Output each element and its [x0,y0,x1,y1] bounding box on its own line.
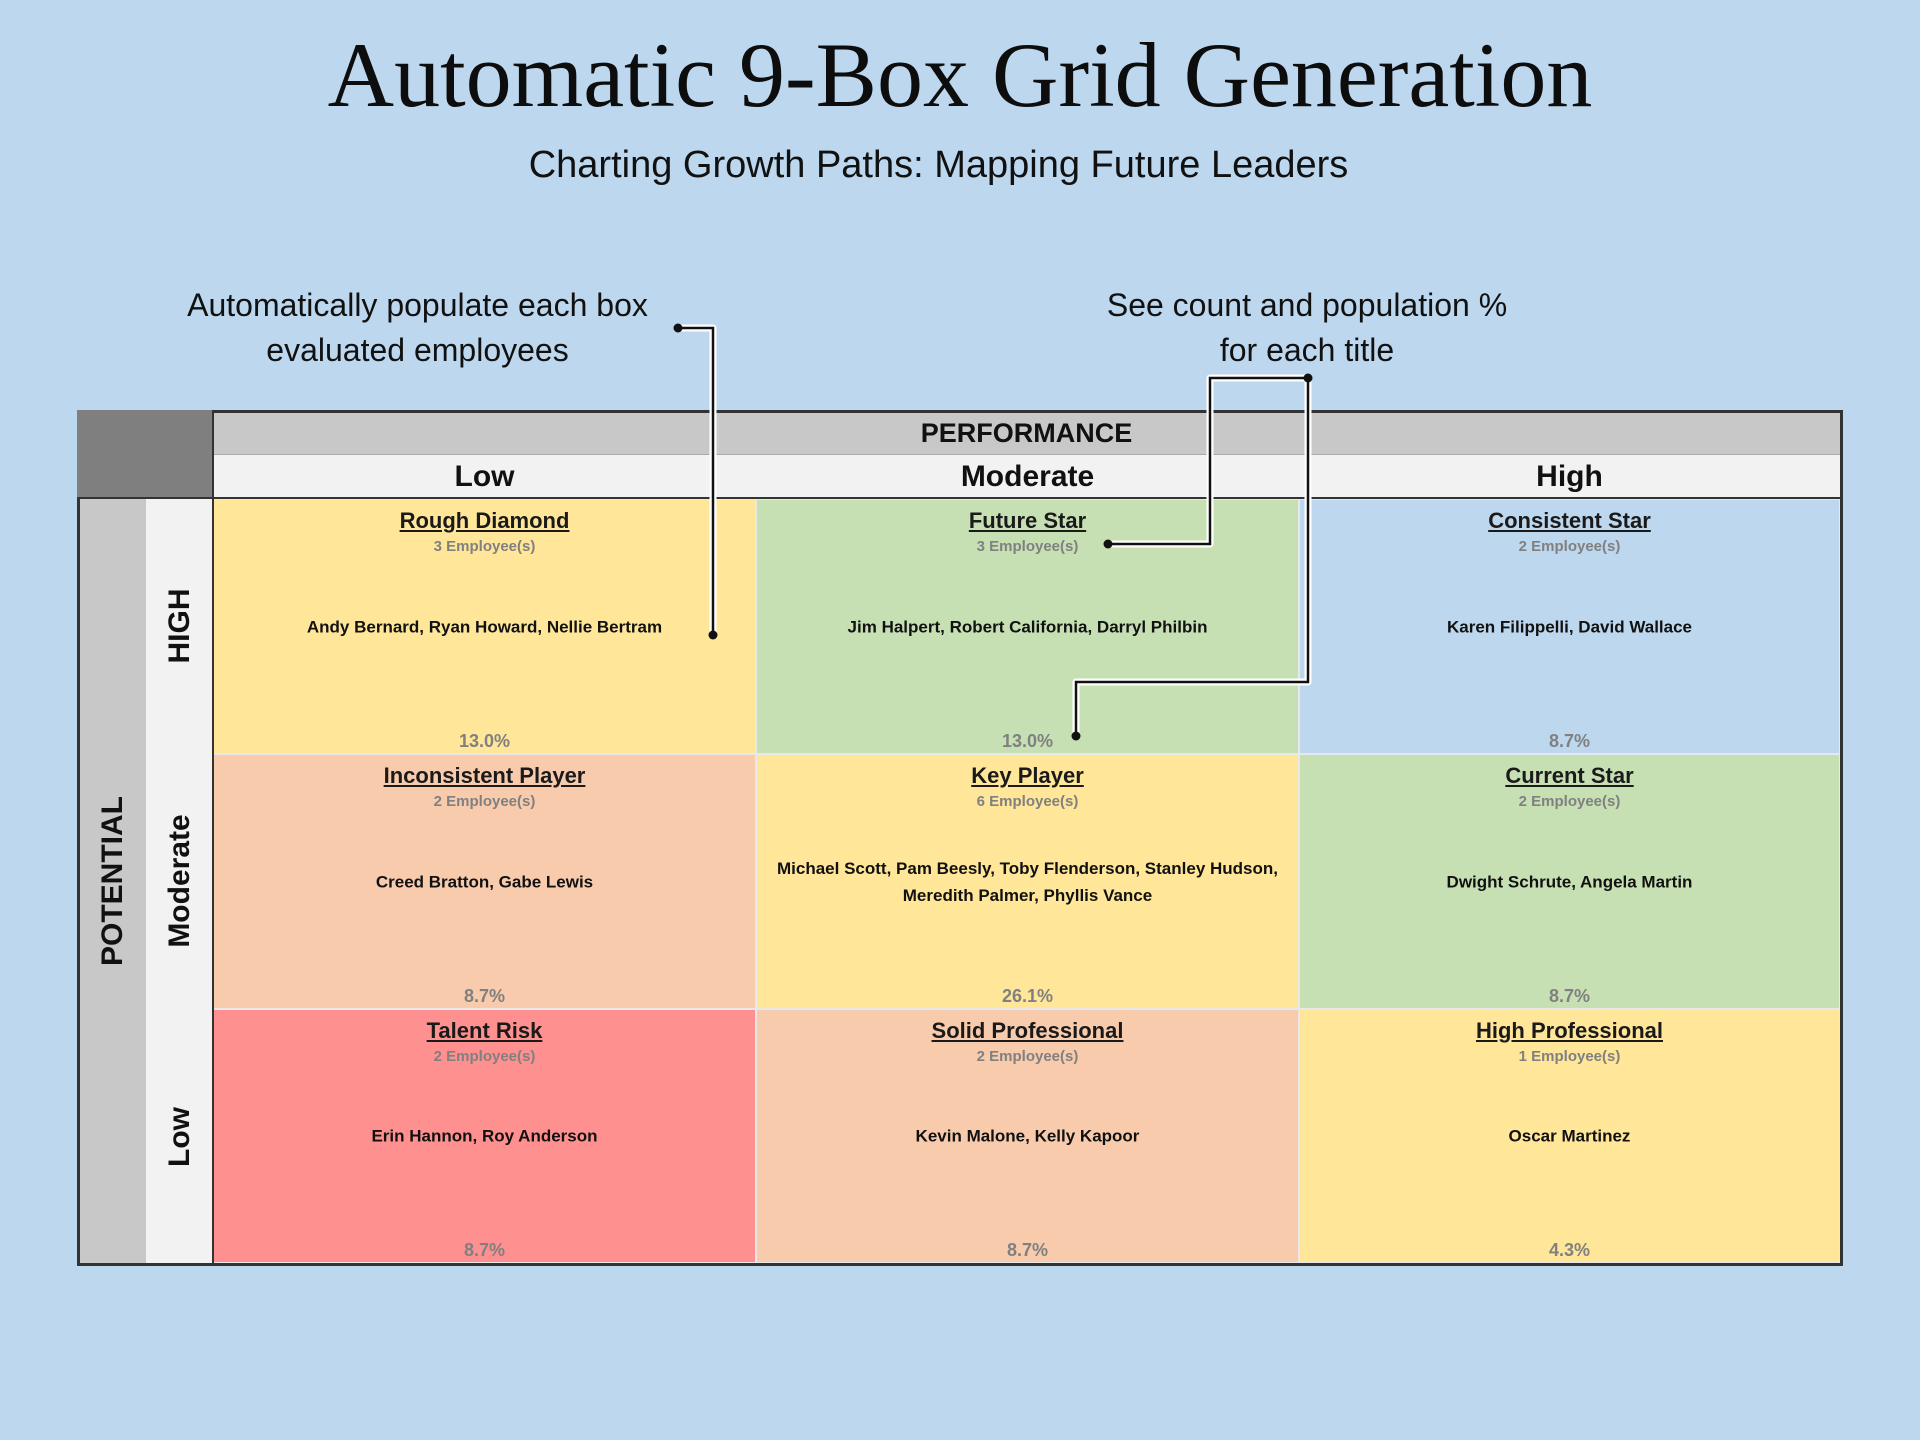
cell-title: Consistent Star [1488,508,1651,533]
grid-cell-talent-risk: Talent Risk 2 Employee(s) Erin Hannon, Roy… [213,1009,756,1263]
potential-level-column [146,499,213,1263]
grid-cell-current-star: Current Star 2 Employee(s) Dwight Schrute,… [1299,754,1840,1009]
grid-cell-rough-diamond: Rough Diamond 3 Employee(s) Andy Bernard, … [213,499,756,754]
grid-cell-key-player: Key Player 6 Employee(s) Michael Scott, Pa… [756,754,1299,1009]
cell-employee-names: Karen Filippelli, David Wallace [1447,617,1692,636]
page-subtitle: Charting Growth Paths: Mapping Future Le… [528,144,1349,186]
connector-right2 [1074,378,1310,736]
connector-left-dot-start [673,323,683,333]
cell-title: Solid Professional [931,1018,1124,1043]
grid-cell-high-professional: High Professional 1 Employee(s) Oscar Mart… [1299,1009,1840,1263]
cell-title: Talent Risk [426,1018,543,1043]
performance-axis-label: PERFORMANCE [213,413,1840,455]
cell-employee-count: 2 Employee(s) [433,1048,536,1065]
cell-population-percent: 8.7% [463,1240,506,1260]
cell-title: Future Star [968,508,1087,533]
cell-population-percent: 8.7% [1006,1240,1049,1260]
header-divider [77,497,1843,499]
cell-employee-names: Michael Scott, Pam Beesly, Toby Flenders… [777,858,1278,905]
cell-title: Current Star [1505,763,1634,788]
cell-title: Key Player [971,763,1084,788]
cell-title: Inconsistent Player [383,763,586,788]
cell-employee-names: Dwight Schrute, Angela Martin [1446,872,1693,891]
grid-cell-consistent-star: Consistent Star 2 Employee(s) Karen Filipp… [1299,499,1840,754]
cell-employee-count: 6 Employee(s) [976,793,1079,810]
cell-employee-names: Jim Halpert, Robert California, Darryl P… [847,617,1208,636]
grid-corner [77,410,213,499]
cell-population-percent: 13.0% [1001,731,1054,751]
cell-employee-count: 2 Employee(s) [433,793,536,810]
cell-employee-names: Andy Bernard, Ryan Howard, Nellie Bertra… [306,617,663,636]
potential-axis-band [80,499,146,1263]
cell-employee-count: 2 Employee(s) [1518,538,1621,555]
cell-population-percent: 13.0% [458,731,511,751]
callout-count-percent: See count and population % for each titl… [1106,287,1508,368]
page-title: Automatic 9-Box Grid Generation [327,24,1593,126]
cell-employee-count: 2 Employee(s) [976,1048,1079,1065]
cell-population-percent: 8.7% [1548,986,1591,1006]
cell-title: Rough Diamond [399,508,570,533]
performance-level-low: Low [213,455,756,498]
grid-cell-inconsistent-player: Inconsistent Player 2 Employee(s) Creed Br… [213,754,756,1009]
connector-left [678,324,717,635]
connector-right-dot-start [1303,373,1313,383]
cell-population-percent: 8.7% [463,986,506,1006]
cell-employee-names: Kevin Malone, Kelly Kapoor [915,1126,1140,1146]
connector-right [1108,376,1308,546]
cell-employee-count: 2 Employee(s) [1518,793,1621,810]
cell-population-percent: 8.7% [1548,731,1591,751]
connector-left-line [678,326,715,635]
cell-population-percent: 26.1% [1001,986,1054,1006]
callout-autopopulate: Automatically populate each box evaluate… [187,287,648,368]
grid-cell-solid-professional: Solid Professional 2 Employee(s) Kevin Mal… [756,1009,1299,1263]
cell-employee-names: Creed Bratton, Gabe Lewis [375,872,594,891]
cell-employee-count: 1 Employee(s) [1518,1048,1621,1065]
row-header-divider [212,410,214,1266]
cell-employee-count: 3 Employee(s) [433,538,536,555]
cell-title: High Professional [1475,1018,1664,1043]
connector-right-dot-pct [1071,731,1081,741]
cell-employee-names: Oscar Martinez [1508,1126,1631,1146]
connector-right-halo [1108,374,1308,548]
cell-employee-names: Erin Hannon, Roy Anderson [371,1126,598,1146]
cell-employee-count: 3 Employee(s) [976,538,1079,555]
cell-population-percent: 4.3% [1548,1240,1591,1260]
connector-right-dot-count [1103,539,1113,549]
connector-left-dot-end [708,630,718,640]
performance-level-high: High [1299,455,1840,498]
